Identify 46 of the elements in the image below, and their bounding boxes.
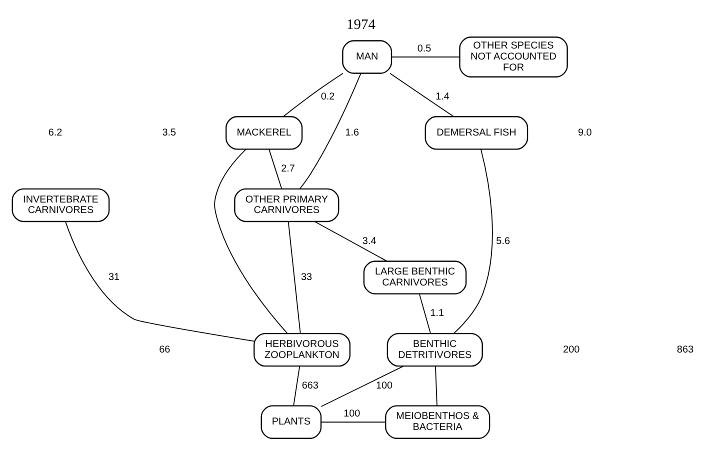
connector	[390, 72, 454, 116]
node-box: MEIOBENTHOS & BACTERIA	[385, 404, 490, 438]
connector	[293, 365, 300, 406]
node-box: MAN	[342, 40, 392, 74]
edge-label: 5.6	[496, 235, 510, 246]
connector	[65, 220, 255, 342]
label: 66	[159, 344, 170, 355]
node-box: MACKEREL	[226, 116, 303, 150]
node-box: DEMERSAL FISH	[424, 116, 528, 150]
connector	[320, 421, 386, 422]
node-box: OTHER PRIMARY CARNIVORES	[234, 188, 340, 222]
edge-label: 3.4	[362, 235, 376, 246]
edge-label: 1.6	[345, 126, 360, 138]
node-box: HERBIVOROUS ZOOPLANKTON	[254, 332, 351, 366]
label: 3.5	[162, 126, 176, 138]
label: 9.0	[578, 126, 592, 138]
node-box: OTHER SPECIES NOT ACCOUNTED FOR	[459, 36, 568, 77]
label: 200	[563, 344, 580, 355]
connector	[314, 220, 388, 262]
edge-label: 1.4	[436, 90, 450, 102]
edge-label: 100	[344, 408, 360, 420]
edge-label: 1.1	[430, 308, 444, 319]
edge-label: 0.5	[417, 42, 432, 54]
label: 863	[676, 344, 694, 355]
connector	[288, 220, 301, 334]
node-box: PLANTS	[260, 404, 322, 438]
edge-label: 33	[300, 272, 312, 283]
diagram-title: 1974	[346, 16, 376, 32]
connector	[214, 148, 288, 334]
edge-label: 0.2	[320, 90, 335, 102]
connector	[268, 148, 282, 189]
label: 6.2	[48, 126, 62, 138]
connector	[453, 148, 493, 334]
connector	[435, 365, 438, 406]
node-box: LARGE BENTHIC CARNIVORES	[363, 260, 467, 294]
connector	[300, 72, 362, 189]
edge-label: 31	[108, 272, 120, 283]
connector	[282, 72, 344, 117]
edge-label: 2.7	[281, 163, 295, 174]
node-box: INVERTEBRATE CARNIVORES	[12, 188, 110, 222]
edge-label: 663	[302, 380, 318, 391]
connector	[320, 365, 404, 406]
connector	[391, 56, 460, 57]
connector	[418, 293, 431, 334]
node-box: BENTHIC DETRITIVORES	[386, 332, 483, 366]
edge-label: 100	[376, 380, 393, 391]
